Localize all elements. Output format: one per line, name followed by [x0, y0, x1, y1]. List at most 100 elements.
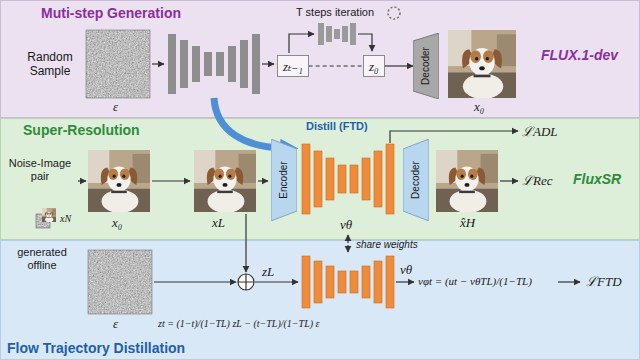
band-title: Super-Resolution — [23, 122, 140, 139]
network-bars — [386, 256, 394, 308]
loss-label: ℒFTD — [586, 274, 622, 290]
math-label: ε — [113, 99, 118, 115]
network-bars — [362, 266, 370, 298]
network-bars — [216, 52, 224, 76]
dog-image — [88, 150, 150, 213]
annotation: share weights — [356, 239, 418, 251]
math-label: x̂H — [460, 215, 475, 231]
annotation: generated offline — [2, 246, 82, 272]
formula: vφt = (ut − vθTL)/(1−TL) — [418, 275, 532, 288]
network-bars — [192, 46, 200, 82]
network-bars — [386, 144, 394, 214]
noise-image — [86, 30, 150, 98]
network-bars — [326, 158, 334, 200]
noise-image — [88, 250, 152, 314]
flow-arrow — [152, 63, 164, 64]
noise-image — [86, 30, 150, 98]
network-bars — [350, 23, 356, 45]
math-label: vθ — [400, 262, 412, 278]
network-bars — [180, 40, 188, 88]
model-name: FLUX.1-dev — [541, 47, 618, 64]
network-bars — [302, 256, 310, 308]
distill-arrow — [214, 98, 282, 148]
dog-image — [448, 30, 516, 99]
flow-arrow — [258, 180, 268, 181]
flow-arrow — [262, 63, 274, 64]
math-label: xL — [212, 215, 225, 231]
latent-label: zₜ₋₁ — [283, 59, 303, 75]
flow-arrow — [558, 281, 580, 282]
math-label: xN — [60, 213, 71, 225]
formula: zt = (1−t)/(1−TL) zL − (t−TL)/(1−TL) ε — [158, 318, 320, 330]
math-label: x₀ — [474, 99, 484, 115]
loss-label: ℒRec — [522, 173, 552, 189]
latent-box: zₜ₋₁ — [277, 55, 309, 77]
annotation: Noise-Image pair — [2, 157, 78, 183]
loop-icon — [388, 7, 400, 19]
annotation: Distill (FTD) — [306, 120, 368, 133]
noise-image — [88, 250, 152, 314]
network-bars — [168, 34, 176, 94]
block-label: Encoder — [278, 161, 290, 198]
annotation: Random Sample — [20, 50, 80, 79]
network-bars — [326, 26, 332, 42]
flow-arrow — [500, 180, 518, 181]
network-bars — [338, 165, 346, 193]
flow-arrow — [154, 281, 236, 282]
network-bars — [252, 34, 260, 94]
network-bars — [350, 165, 358, 193]
pair-stack-icon — [36, 208, 56, 228]
network-bars — [374, 151, 382, 207]
dog-image — [436, 150, 498, 213]
block-label: Decoder — [420, 47, 432, 85]
pair-stack-icon — [36, 214, 50, 228]
block-label: Decoder — [410, 161, 422, 199]
block-outline — [403, 139, 429, 221]
decoder-block: Decoder — [403, 139, 429, 221]
network-bars — [318, 23, 324, 45]
flow-arrow — [385, 65, 413, 66]
network-bars — [302, 256, 394, 308]
latent-label: z₀ — [369, 59, 379, 75]
flow-arrow — [152, 180, 190, 181]
sum-symbol — [238, 274, 254, 290]
sum-symbol — [238, 274, 254, 290]
decoder-block: Decoder — [413, 33, 439, 99]
band-title: Muti-step Generation — [41, 5, 181, 22]
flow-arrow — [255, 281, 298, 282]
flow-arrow — [396, 281, 414, 282]
network-bars — [338, 271, 346, 293]
pair-stack-icon — [36, 214, 50, 228]
math-label: zL — [262, 264, 274, 280]
network-bars — [326, 266, 334, 298]
math-label: vθ — [340, 217, 352, 233]
noise-image — [86, 30, 150, 98]
network-bars — [334, 29, 340, 39]
network-bars — [168, 34, 260, 94]
flow-arrow — [390, 131, 518, 143]
flow-arrow — [245, 214, 246, 272]
encoder-block: Encoder — [271, 139, 297, 221]
flow-arrow — [358, 34, 372, 51]
band-title: Flow Trajectory Distillation — [7, 340, 185, 357]
latent-box: z₀ — [363, 55, 385, 77]
shared-weights-link — [347, 235, 348, 252]
network-bars — [204, 52, 212, 76]
annotation: T steps iteration — [296, 6, 374, 19]
math-label: ε — [113, 316, 118, 332]
pair-stack-icon — [42, 208, 56, 222]
flow-arrow — [289, 34, 314, 53]
network-bars — [362, 158, 370, 200]
block-outline — [413, 33, 439, 99]
band-panel: Flow Trajectory Distillation — [0, 240, 640, 360]
network-bars — [314, 261, 322, 303]
network-bars — [374, 261, 382, 303]
dog-image — [194, 150, 256, 213]
network-bars — [318, 23, 356, 45]
loss-label: ℒADL — [522, 124, 558, 140]
network-bars — [240, 40, 248, 88]
network-bars — [342, 26, 348, 42]
flow-arrow — [78, 180, 86, 181]
block-outline — [271, 139, 297, 221]
model-name: FluxSR — [573, 171, 621, 188]
